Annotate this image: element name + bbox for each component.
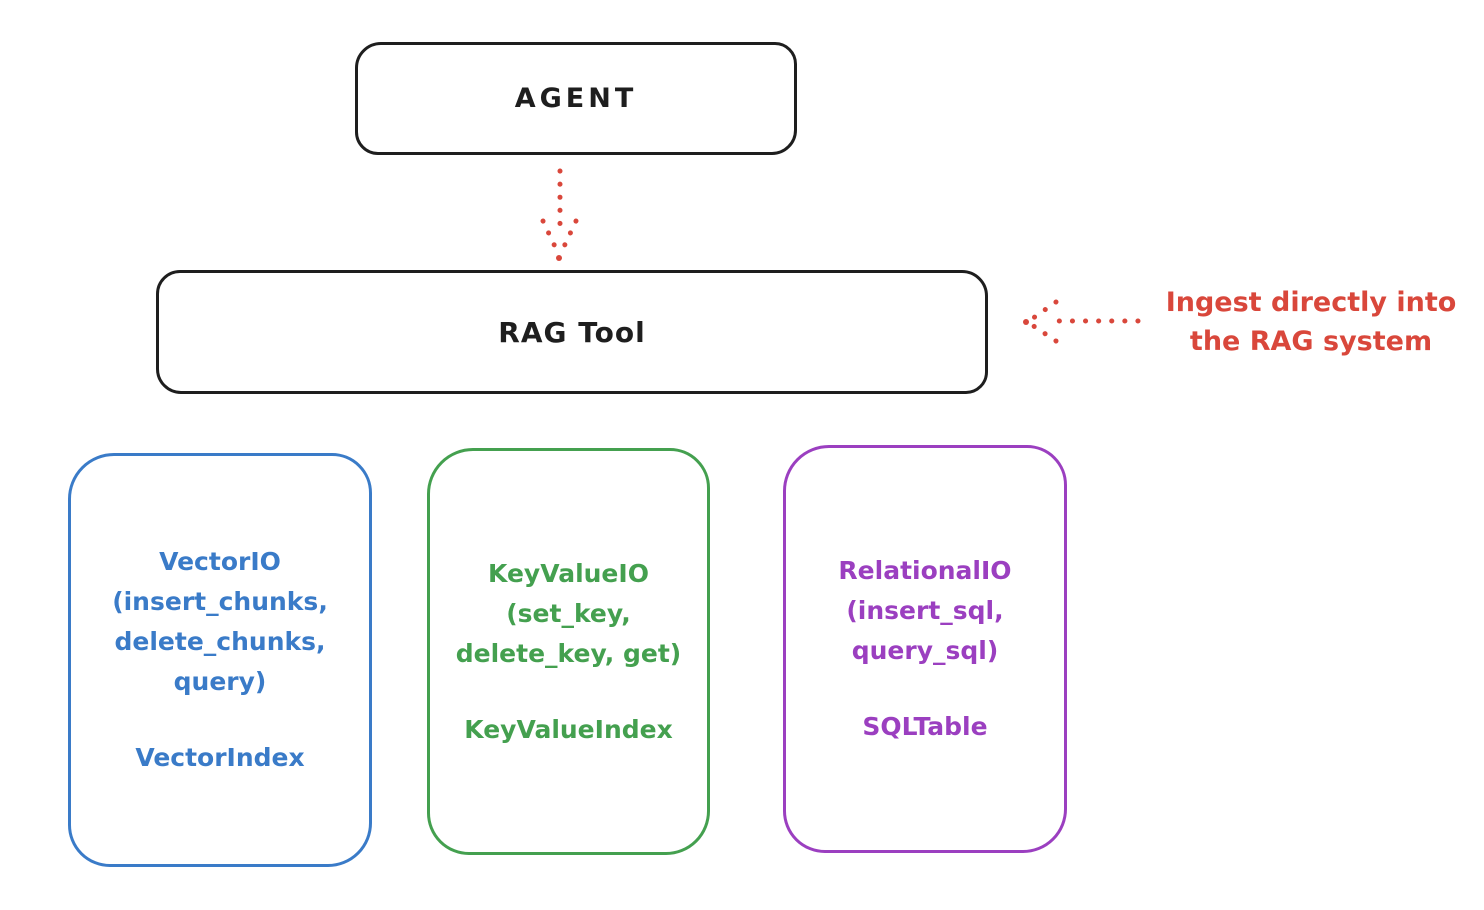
vector-index-label: VectorIndex xyxy=(135,743,305,772)
agent-label: AGENT xyxy=(514,83,638,114)
rag-tool-label: RAG Tool xyxy=(498,315,646,349)
annotation-to-rag-dotted-arrow xyxy=(1023,299,1141,344)
keyvalue-index-label: KeyValueIndex xyxy=(464,714,673,744)
relational-io-box: RelationalIO (insert_sql, query_sql) SQL… xyxy=(783,445,1067,853)
sql-table-label: SQLTable xyxy=(862,712,988,741)
relational-io-methods: RelationalIO (insert_sql, query_sql) xyxy=(838,556,1012,665)
keyvalue-io-methods: KeyValueIO (set_key, delete_key, get) xyxy=(455,558,682,668)
agent-to-rag-dotted-arrow xyxy=(540,168,579,261)
ingest-annotation: Ingest directly into the RAG system xyxy=(1143,283,1479,361)
vector-io-methods: VectorIO (insert_chunks, delete_chunks, … xyxy=(112,547,328,696)
ingest-annotation-line1: Ingest directly into xyxy=(1165,287,1457,318)
vector-io-box: VectorIO (insert_chunks, delete_chunks, … xyxy=(68,453,372,867)
agent-node: AGENT xyxy=(355,42,797,155)
rag-tool-node: RAG Tool xyxy=(156,270,988,394)
keyvalue-io-box: KeyValueIO (set_key, delete_key, get) Ke… xyxy=(427,448,710,855)
ingest-annotation-line2: the RAG system xyxy=(1189,326,1433,357)
